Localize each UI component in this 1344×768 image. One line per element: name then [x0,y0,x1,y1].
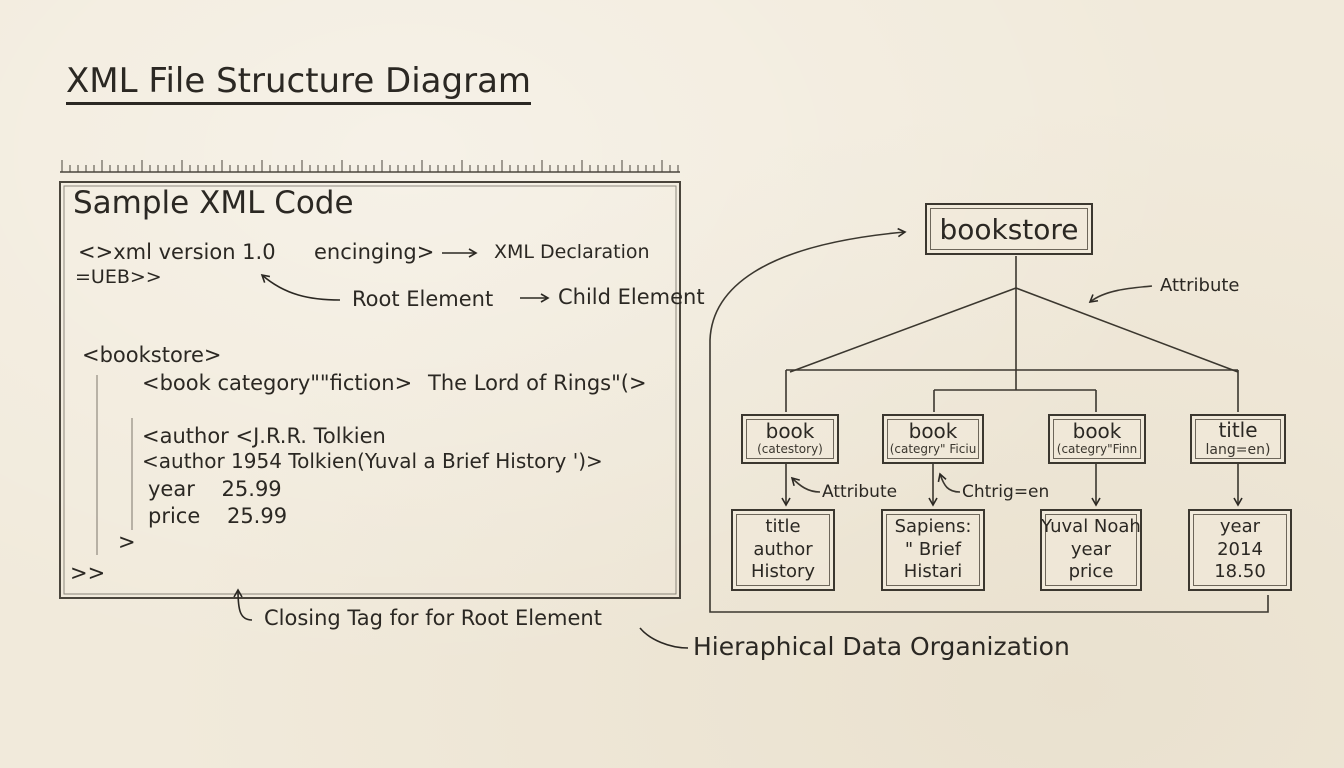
node-label: book [765,419,815,444]
node-attribute: (catestory) [757,442,823,457]
code-line-year: year 25.99 [148,477,282,501]
attribute-arrow-mid [790,476,821,493]
root-element-label: Root Element [352,287,494,311]
code-line-bookstore: <bookstore> [82,343,222,367]
code-line-book-title: The Lord of Rings"(> [428,371,647,395]
closing-tag-label: Closing Tag for for Root Element [264,606,602,630]
root-element-arrow [260,273,341,301]
code-panel-title: Sample XML Code [73,185,354,221]
leaf-line: " Brief [904,538,962,560]
node-label: title [1218,417,1258,442]
leaf-line: 2014 [1217,538,1263,560]
code-line-close-root: >> [70,561,106,585]
code-annotation-arrows [233,248,689,649]
leaf-line: year [1070,538,1112,560]
tree-leaf-2: Sapiens: " Brief Histari [881,509,985,591]
node-label: book [908,419,958,444]
node-attribute: (categry"Finn [1056,442,1138,457]
tree-node-book-3: book (categry"Finn [1048,414,1146,464]
tree-node-book-2: book (categry" Ficiu [882,414,984,464]
children-note-label: Chtrig=en [962,482,1050,502]
xml-declaration-label: XML Declaration [494,241,650,263]
hierarchy-caption: Hieraphical Data Organization [693,632,1070,661]
leaf-line: Sapiens: [894,516,972,538]
code-line-book: <book category""fiction> [142,371,413,395]
node-label: book [1072,419,1122,444]
encoding-label: encinging> [314,240,435,264]
code-panel-frame [59,160,681,599]
code-line-author-1: <author <J.R.R. Tolkien [142,424,386,448]
code-line-author-2: <author 1954 Tolkien(Yuval a Brief Histo… [142,449,603,473]
caption-connector [639,627,689,649]
ruler-ticks [61,160,679,172]
page-title: XML File Structure Diagram [66,64,532,105]
node-attribute: (categry" Ficiu [889,442,977,457]
attribute-label-top: Attribute [1160,275,1240,296]
code-line-close-book: > [118,530,136,554]
tree-node-title: title lang=en) [1190,414,1286,464]
leaf-line: price [1068,561,1114,583]
tree-root-node: bookstore [925,203,1093,255]
code-line-encoding: =UEB>> [75,266,162,288]
child-element-label: Child Element [558,285,705,309]
leaf-line: year [1219,516,1261,538]
tree-leaf-4: year 2014 18.50 [1188,509,1292,591]
leaf-line: Histari [903,561,963,583]
attribute-arrow-top [1088,285,1153,304]
code-line-price: price 25.99 [148,504,288,528]
leaf-line: author [753,538,813,560]
leaf-line: Yuval Noah [1041,516,1141,538]
chtrig-arrow [937,472,961,493]
attribute-label-mid: Attribute [822,482,898,502]
leaf-line: title [765,516,801,538]
hierarchy-loop-arrow [709,227,1269,613]
tree-lines [709,227,1269,613]
leaf-line: 18.50 [1214,561,1266,583]
closing-tag-arrow [233,588,253,621]
node-attribute: lang=en) [1205,441,1271,458]
tree-node-book-1: book (catestory) [741,414,839,464]
tree-root-label: bookstore [939,212,1079,246]
leaf-line: History [750,561,816,583]
code-line-declaration: <>xml version 1.0 [78,240,276,264]
tree-leaf-1: title author History [731,509,835,591]
tree-leaf-3: Yuval Noah year price [1040,509,1142,591]
